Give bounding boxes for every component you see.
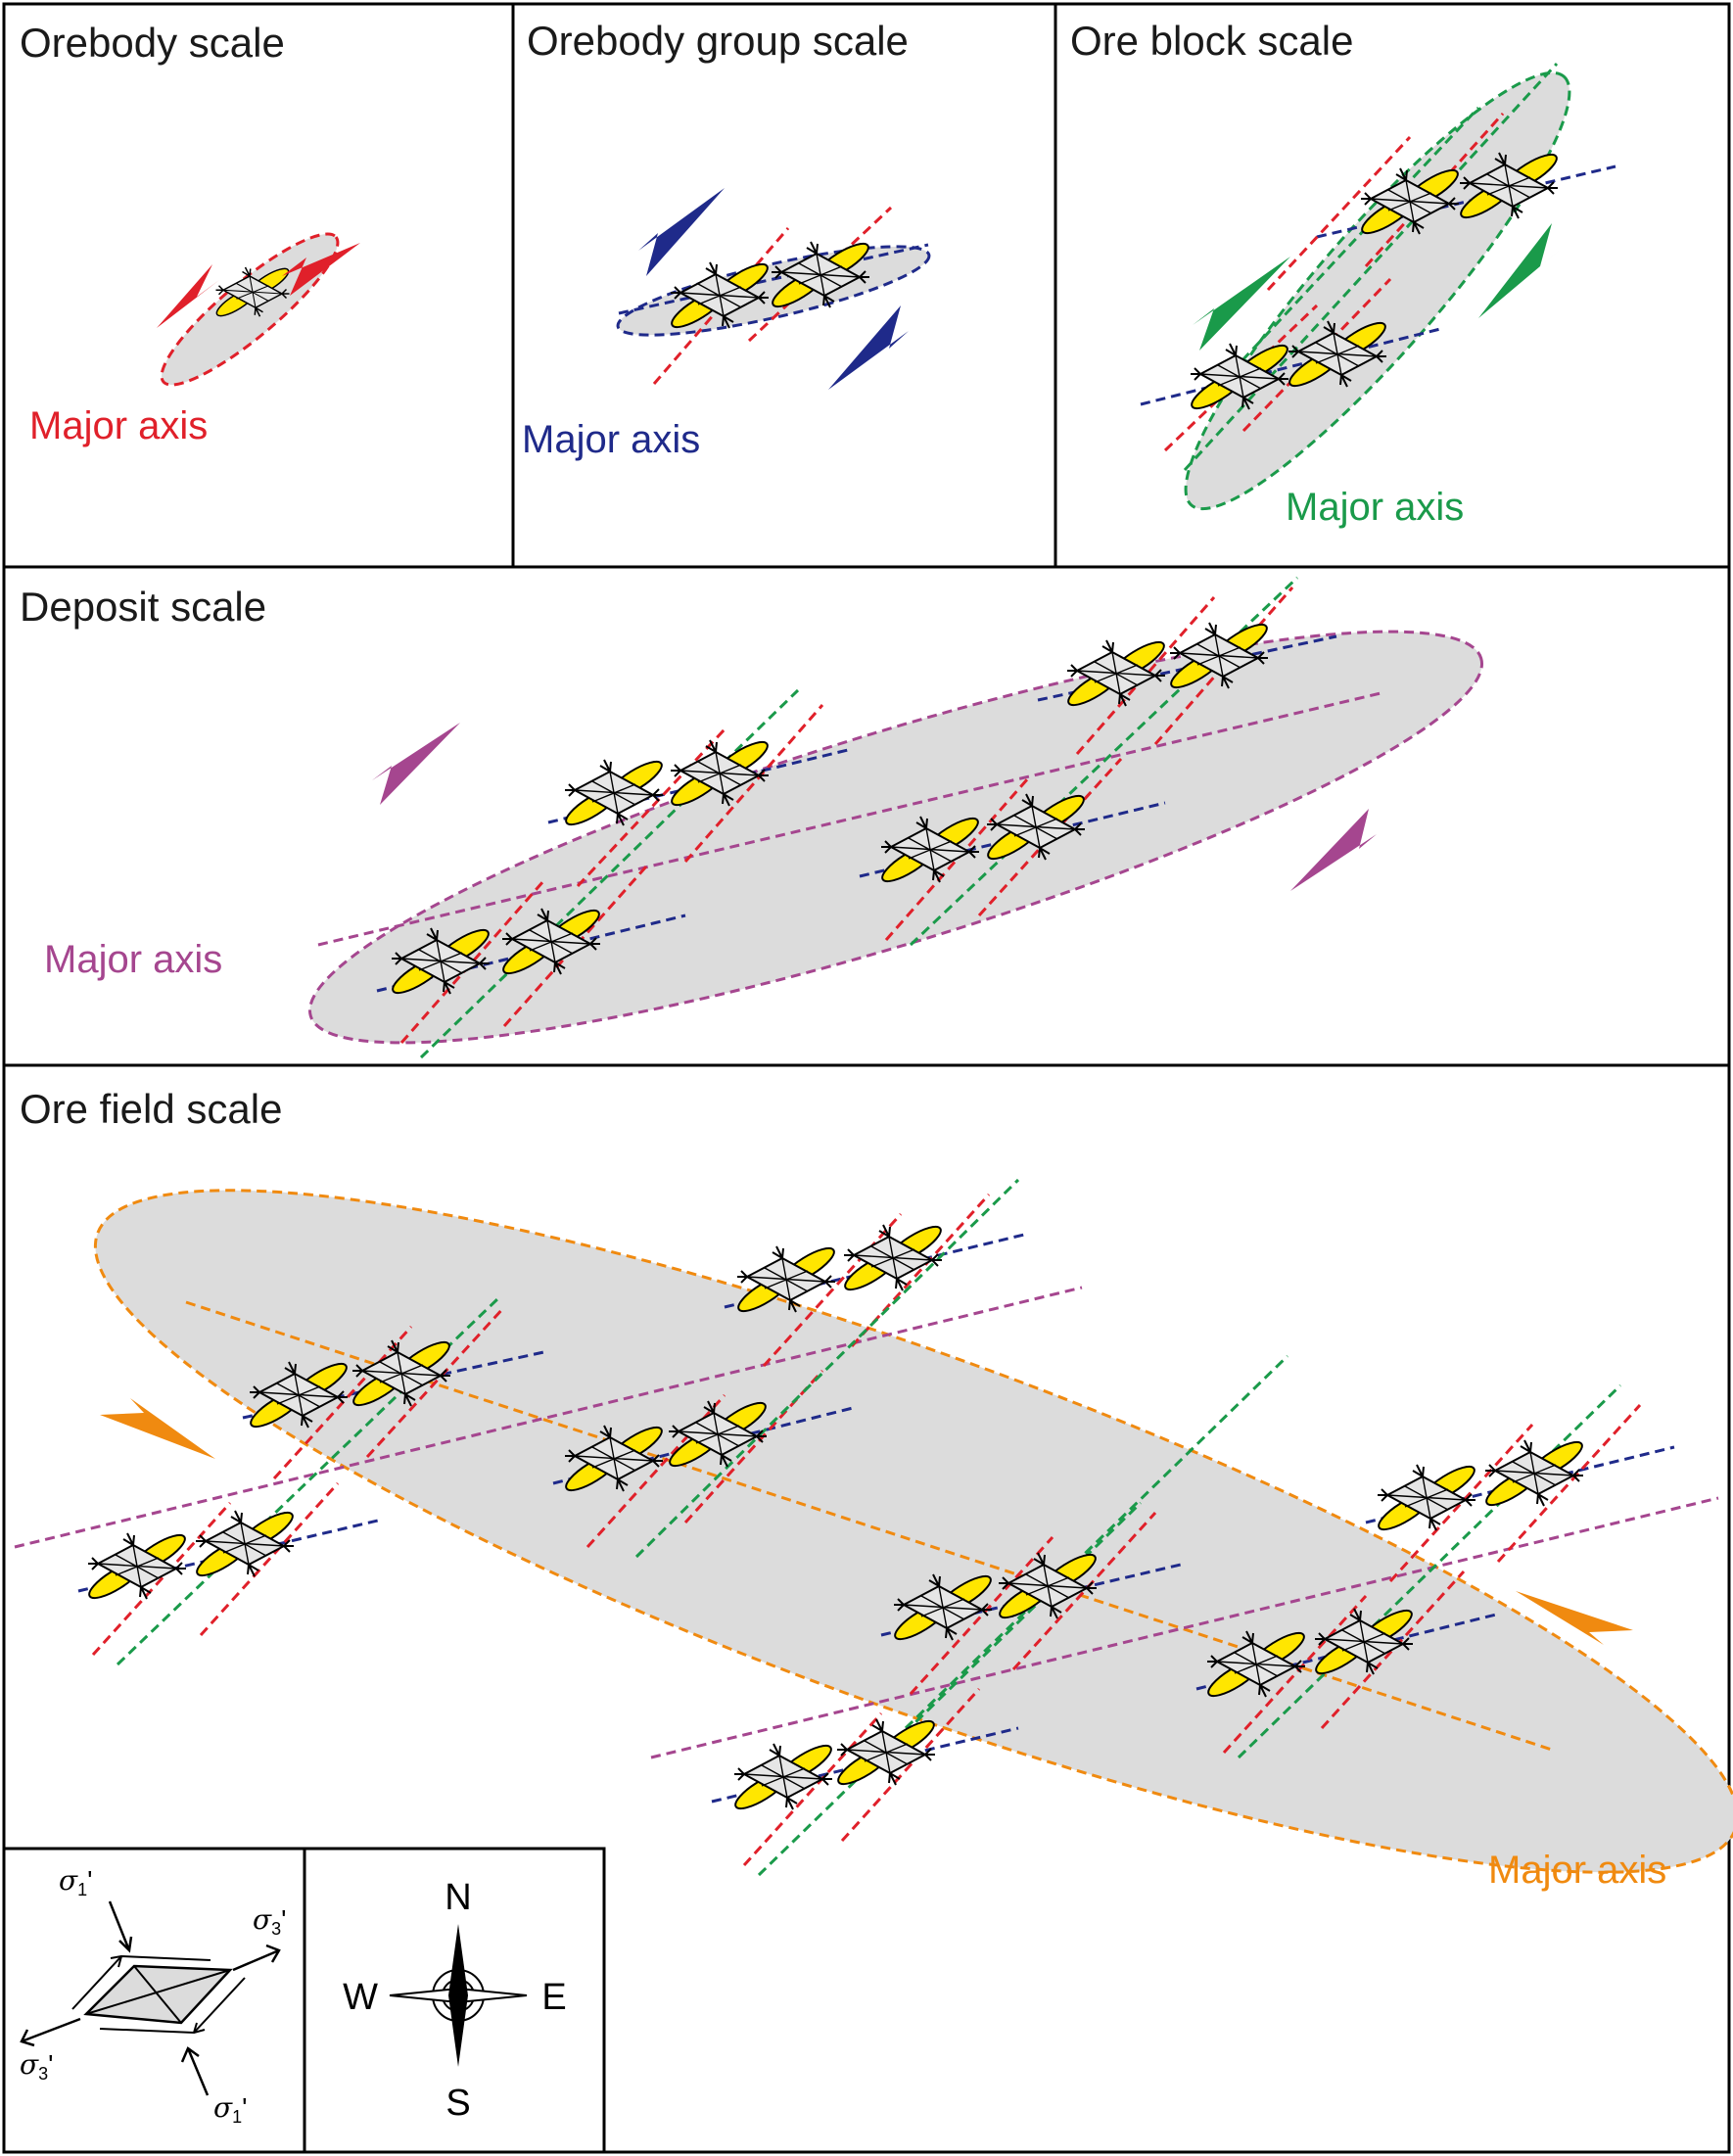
- orebody-unit-icon: [1373, 1459, 1480, 1537]
- stress-rhombus-icon: [71, 1954, 246, 2035]
- orebody-unit-icon: [729, 1738, 837, 1816]
- orebody-unit-icon: [83, 1527, 191, 1606]
- shear-arrow-icon: [1193, 257, 1290, 351]
- shear-arrow-icon: [157, 264, 219, 328]
- stress-legend: σ1' σ3' σ3' σ1': [20, 1864, 287, 2127]
- compass-south: S: [445, 2083, 470, 2124]
- shear-arrow-icon: [100, 1398, 215, 1459]
- compass-rose-icon: N S W E: [343, 1877, 567, 2124]
- panel-ore-block-scale: Ore block scale Major axis: [1070, 18, 1616, 529]
- panel-title-ore-block: Ore block scale: [1070, 18, 1353, 64]
- ore-field-ellipse: [93, 1189, 1733, 1874]
- major-axis-label-deposit: Major axis: [44, 938, 222, 981]
- compass-east: E: [541, 1977, 566, 2018]
- orebody-unit-icon: [1480, 1434, 1588, 1513]
- major-axis-label-ore-field: Major axis: [1488, 1849, 1666, 1892]
- compass-west: W: [343, 1977, 378, 2018]
- deposit-major-axis: [317, 691, 1382, 947]
- shear-arrow-icon: [1516, 1591, 1633, 1645]
- compass-north: N: [445, 1877, 471, 1918]
- sigma1-label-top: σ1': [59, 1864, 93, 1899]
- deposit-ellipse: [307, 630, 1484, 1045]
- panel-deposit-scale: Deposit scale: [20, 576, 1484, 1059]
- sigma3-label-right: σ3': [253, 1903, 287, 1939]
- shear-arrow-icon: [282, 243, 360, 296]
- sigma3-label-left: σ3': [20, 2048, 54, 2084]
- shear-arrow-icon: [372, 723, 460, 805]
- panel-title-orebody: Orebody scale: [20, 20, 285, 66]
- shear-arrow-icon: [828, 305, 909, 390]
- major-axis-label-ore-block: Major axis: [1286, 486, 1464, 529]
- shear-arrow-icon: [638, 188, 725, 276]
- shear-arrow-icon: [1478, 223, 1559, 318]
- major-axis-label-orebody: Major axis: [29, 404, 208, 447]
- panel-ore-field-scale: Ore field scale: [14, 1086, 1733, 1892]
- sigma1-label-bottom: σ1': [213, 2091, 248, 2127]
- panel-title-orebody-group: Orebody group scale: [527, 18, 909, 64]
- major-axis-label-orebody-group: Major axis: [522, 418, 700, 461]
- panel-orebody-scale: Orebody scale Major axis: [20, 20, 360, 447]
- orebody-unit-icon: [839, 1219, 947, 1297]
- orebody-unit-icon: [832, 1713, 940, 1792]
- shear-arrow-icon: [1290, 809, 1377, 891]
- panel-title-ore-field: Ore field scale: [20, 1086, 282, 1132]
- panel-orebody-group-scale: Orebody group scale Major axis: [522, 18, 931, 461]
- orebody-unit-icon: [191, 1505, 299, 1583]
- panel-title-deposit: Deposit scale: [20, 584, 266, 630]
